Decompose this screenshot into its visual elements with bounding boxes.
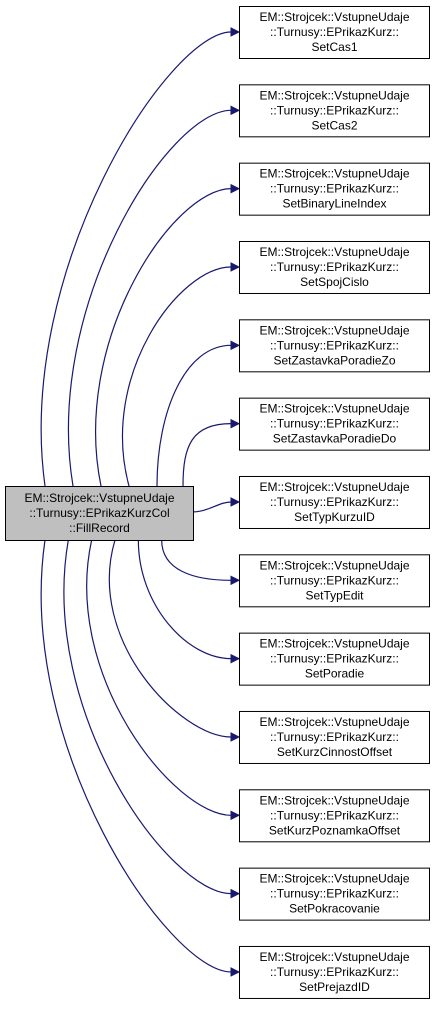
target-node-SetZastavkaPoradieZo-label-line: EM::Strojcek::VstupneUdaje: [259, 323, 409, 337]
target-node-SetCas1[interactable]: EM::Strojcek::VstupneUdaje::Turnusy::EPr…: [239, 6, 430, 59]
target-node-SetPoradie[interactable]: EM::Strojcek::VstupneUdaje::Turnusy::EPr…: [239, 632, 430, 686]
edge-to-SetTypKurzuID: [192, 501, 232, 513]
target-node-SetCas1-box: [239, 6, 430, 59]
target-node-SetBinaryLineIndex-label-line: ::Turnusy::EPrikazKurz::: [270, 182, 399, 196]
target-node-SetPrejazdID-label-line: ::Turnusy::EPrikazKurz::: [270, 965, 399, 979]
target-node-SetPokracovanie-label-line: EM::Strojcek::VstupneUdaje: [259, 872, 409, 886]
edge-arrowhead: [230, 810, 241, 821]
source-node-box: [5, 486, 194, 541]
edge-arrowhead: [230, 262, 241, 272]
target-node-SetZastavkaPoradieDo-label-line: ::Turnusy::EPrikazKurz::: [270, 417, 399, 431]
target-node-SetKurzPoznamkaOffset-label-line: SetKurzPoznamkaOffset: [269, 823, 401, 837]
edge-arrowhead: [230, 105, 241, 116]
source-node-label-line: ::Turnusy::EPrikazKurzCol: [29, 506, 169, 520]
target-node-SetCas1-label-line: SetCas1: [311, 40, 357, 54]
target-node-SetPokracovanie[interactable]: EM::Strojcek::VstupneUdaje::Turnusy::EPr…: [239, 867, 430, 921]
target-node-SetCas2-label-line: ::Turnusy::EPrikazKurz::: [270, 103, 399, 117]
target-node-SetKurzPoznamkaOffset-label-line: EM::Strojcek::VstupneUdaje: [259, 793, 409, 807]
edge-to-SetBinaryLineIndex: [95, 188, 232, 487]
target-node-SetPrejazdID-label-line: SetPrejazdID: [299, 980, 370, 994]
edge-arrowhead: [230, 575, 241, 586]
source-node-label-line: EM::Strojcek::VstupneUdaje: [24, 491, 174, 505]
target-node-SetSpojCislo-box: [239, 240, 430, 294]
target-node-SetSpojCislo[interactable]: EM::Strojcek::VstupneUdaje::Turnusy::EPr…: [239, 240, 430, 294]
target-node-SetTypKurzuID-label-line: EM::Strojcek::VstupneUdaje: [259, 480, 409, 494]
target-node-SetKurzCinnostOffset-label-line: ::Turnusy::EPrikazKurz::: [270, 730, 399, 744]
target-node-SetCas2-label-line: SetCas2: [311, 118, 357, 132]
target-node-SetZastavkaPoradieZo-label-line: SetZastavkaPoradieZo: [273, 353, 395, 367]
edge-to-SetSpojCislo: [121, 266, 232, 487]
target-node-SetCas2-label-line: EM::Strojcek::VstupneUdaje: [259, 88, 409, 102]
target-node-SetPoradie-box: [239, 632, 430, 686]
edge-to-SetTypEdit: [161, 539, 232, 581]
target-node-SetZastavkaPoradieDo-label-line: EM::Strojcek::VstupneUdaje: [259, 402, 409, 416]
target-node-SetCas2[interactable]: EM::Strojcek::VstupneUdaje::Turnusy::EPr…: [239, 84, 430, 138]
target-node-SetSpojCislo-label-line: ::Turnusy::EPrikazKurz::: [270, 260, 399, 274]
target-node-SetBinaryLineIndex[interactable]: EM::Strojcek::VstupneUdaje::Turnusy::EPr…: [239, 162, 430, 216]
edge-arrowhead: [230, 497, 241, 507]
target-node-SetBinaryLineIndex-box: [239, 162, 430, 216]
target-node-SetZastavkaPoradieDo[interactable]: EM::Strojcek::VstupneUdaje::Turnusy::EPr…: [239, 397, 430, 451]
target-node-SetPokracovanie-box: [239, 867, 430, 921]
target-node-SetTypKurzuID-label-line: ::Turnusy::EPrikazKurz::: [270, 495, 399, 509]
target-node-SetTypKurzuID-label-line: SetTypKurzuID: [294, 510, 375, 524]
target-node-SetKurzPoznamkaOffset-box: [239, 789, 430, 843]
target-node-SetPrejazdID[interactable]: EM::Strojcek::VstupneUdaje::Turnusy::EPr…: [239, 945, 430, 999]
target-node-SetPoradie-label-line: EM::Strojcek::VstupneUdaje: [259, 637, 409, 651]
target-node-SetBinaryLineIndex-label-line: EM::Strojcek::VstupneUdaje: [259, 167, 409, 181]
target-node-SetKurzPoznamkaOffset[interactable]: EM::Strojcek::VstupneUdaje::Turnusy::EPr…: [239, 789, 430, 843]
target-node-SetPrejazdID-box: [239, 945, 430, 999]
target-node-SetPoradie-label-line: ::Turnusy::EPrikazKurz::: [270, 652, 399, 666]
edge-to-SetZastavkaPoradieZo: [156, 344, 232, 487]
target-node-SetTypEdit-box: [239, 554, 430, 608]
target-node-SetZastavkaPoradieZo-label-line: ::Turnusy::EPrikazKurz::: [270, 338, 399, 352]
target-node-SetPrejazdID-label-line: EM::Strojcek::VstupneUdaje: [259, 950, 409, 964]
target-node-SetTypKurzuID[interactable]: EM::Strojcek::VstupneUdaje::Turnusy::EPr…: [239, 475, 430, 529]
target-node-SetKurzCinnostOffset[interactable]: EM::Strojcek::VstupneUdaje::Turnusy::EPr…: [239, 710, 430, 764]
edge-arrowhead: [230, 27, 241, 37]
edge-to-SetKurzCinnostOffset: [108, 539, 232, 738]
edge-arrowhead: [230, 888, 241, 899]
nodes: EM::Strojcek::VstupneUdaje::Turnusy::EPr…: [5, 6, 430, 999]
target-node-SetTypKurzuID-box: [239, 475, 430, 529]
target-node-SetZastavkaPoradieZo[interactable]: EM::Strojcek::VstupneUdaje::Turnusy::EPr…: [239, 319, 430, 373]
edge-to-SetZastavkaPoradieDo: [182, 423, 232, 487]
edge-arrowhead: [230, 732, 241, 742]
edge-to-SetKurzPoznamkaOffset: [86, 539, 232, 816]
edge-arrowhead: [230, 183, 241, 194]
target-node-SetCas1-label-line: ::Turnusy::EPrikazKurz::: [270, 25, 399, 39]
source-node[interactable]: EM::Strojcek::VstupneUdaje::Turnusy::EPr…: [5, 486, 194, 541]
edge-arrowhead: [230, 653, 241, 664]
edge-to-SetPrejazdID: [40, 539, 232, 973]
edge-arrowhead: [230, 418, 241, 429]
edge-to-SetCas2: [67, 109, 232, 487]
target-node-SetTypEdit-label-line: ::Turnusy::EPrikazKurz::: [270, 573, 399, 587]
source-node-label-line: ::FillRecord: [69, 521, 130, 535]
target-node-SetSpojCislo-label-line: SetSpojCislo: [300, 275, 369, 289]
target-node-SetCas1-label-line: EM::Strojcek::VstupneUdaje: [259, 10, 409, 24]
target-node-SetPoradie-label-line: SetPoradie: [305, 667, 365, 681]
target-node-SetSpojCislo-label-line: EM::Strojcek::VstupneUdaje: [259, 245, 409, 259]
target-node-SetTypEdit[interactable]: EM::Strojcek::VstupneUdaje::Turnusy::EPr…: [239, 554, 430, 608]
target-node-SetCas2-box: [239, 84, 430, 138]
target-node-SetZastavkaPoradieDo-box: [239, 397, 430, 451]
target-node-SetBinaryLineIndex-label-line: SetBinaryLineIndex: [282, 197, 386, 211]
target-node-SetPokracovanie-label-line: ::Turnusy::EPrikazKurz::: [270, 887, 399, 901]
edge-to-SetCas1: [40, 31, 232, 487]
target-node-SetZastavkaPoradieDo-label-line: SetZastavkaPoradieDo: [273, 432, 397, 446]
target-node-SetKurzPoznamkaOffset-label-line: ::Turnusy::EPrikazKurz::: [270, 808, 399, 822]
edge-to-SetPoradie: [137, 539, 232, 660]
target-node-SetTypEdit-label-line: EM::Strojcek::VstupneUdaje: [259, 558, 409, 572]
edge-arrowhead: [230, 340, 241, 351]
edge-arrowhead: [230, 967, 241, 977]
edge-to-SetPokracovanie: [63, 539, 232, 895]
target-node-SetTypEdit-label-line: SetTypEdit: [305, 588, 364, 602]
target-node-SetPokracovanie-label-line: SetPokracovanie: [289, 902, 380, 916]
target-node-SetKurzCinnostOffset-label-line: EM::Strojcek::VstupneUdaje: [259, 715, 409, 729]
target-node-SetKurzCinnostOffset-box: [239, 710, 430, 764]
target-node-SetZastavkaPoradieZo-box: [239, 319, 430, 373]
target-node-SetKurzCinnostOffset-label-line: SetKurzCinnostOffset: [277, 745, 393, 759]
edges: [40, 27, 241, 977]
